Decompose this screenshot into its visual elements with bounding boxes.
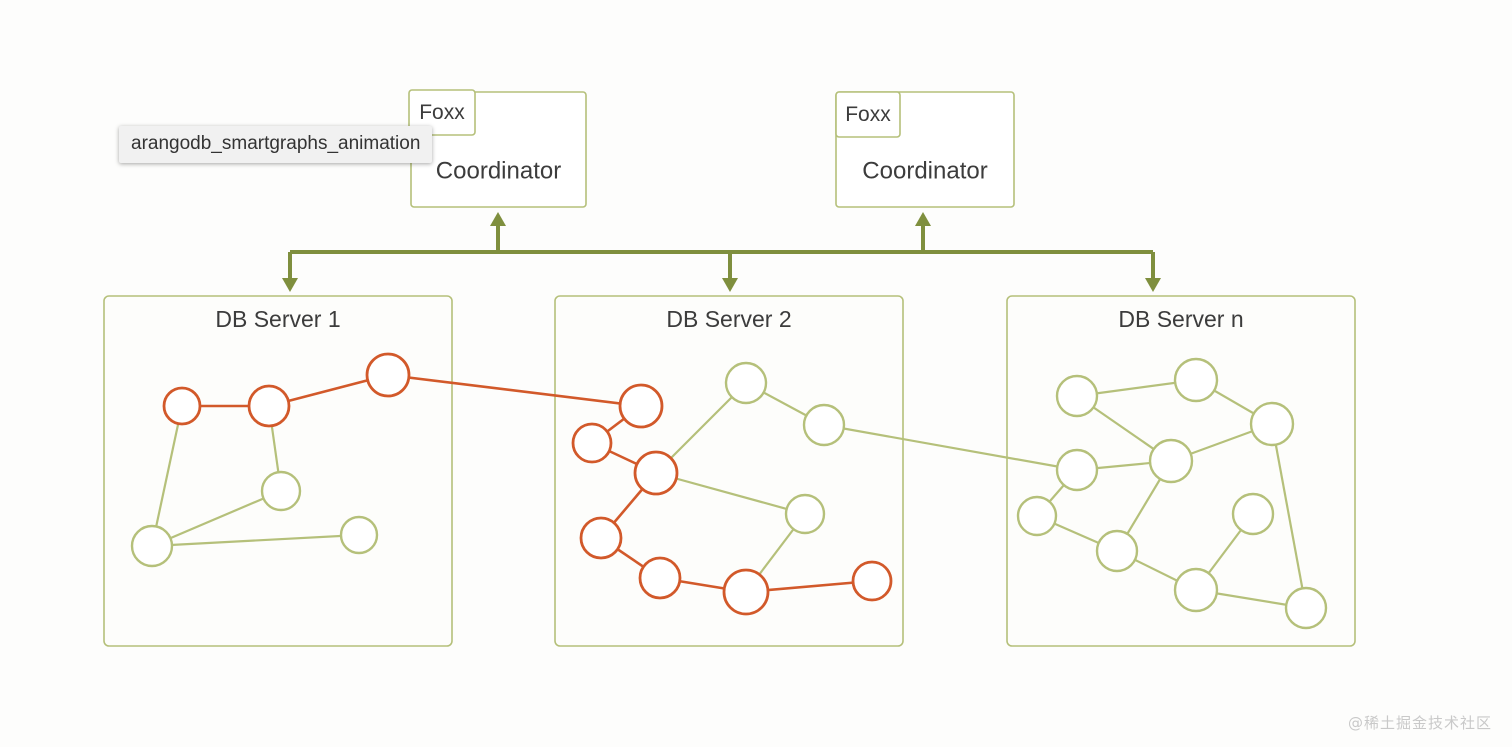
graph-node-sna (1055, 374, 1099, 418)
graph-nodes (130, 352, 1328, 630)
db-server-2-title: DB Server 2 (666, 306, 791, 332)
arrow-head-up (915, 212, 931, 226)
coordinator-2-title: Coordinator (862, 157, 987, 184)
graph-node-s2j (784, 493, 826, 535)
connector-arrow-down (722, 252, 738, 292)
coordinator-1-foxx-box (408, 89, 476, 136)
watermark: @稀土掘金技术社区 (1348, 712, 1492, 733)
connector-arrow-down (1145, 252, 1161, 292)
graph-node-s2b (571, 422, 613, 464)
watermark-text: @稀土掘金技术社区 (1347, 714, 1492, 732)
arrow-head-down (282, 278, 298, 292)
graph-edge-snc-snj (1270, 423, 1308, 609)
graph-node-snf (1016, 495, 1058, 537)
graph-edge-s1a-s1e (150, 405, 184, 547)
graph-node-snb (1173, 357, 1219, 403)
graph-node-snj (1284, 586, 1328, 630)
graph-edge-s1e-s1f (151, 533, 360, 548)
connector-arrow-down (282, 252, 298, 292)
graph-node-s2c (633, 450, 679, 496)
connector-arrow-up (915, 212, 931, 252)
tooltip-text: arangodb_smartgraphs_animation (131, 133, 421, 154)
graph-node-s1c (365, 352, 411, 398)
graph-node-snh (1231, 492, 1275, 536)
graph-node-s2h (724, 361, 768, 405)
arrow-head-down (722, 278, 738, 292)
image-title-tooltip: arangodb_smartgraphs_animation (119, 126, 433, 163)
graph-node-s2d (579, 516, 623, 560)
graph-node-sng (1095, 529, 1139, 573)
graph-node-s2g (851, 560, 893, 602)
coordinator-1-title: Coordinator (436, 157, 561, 184)
db-server-2-box (554, 295, 904, 647)
graph-edge-s2i-sne (823, 423, 1078, 472)
graph-node-s1b (247, 384, 291, 428)
graph-node-sni (1173, 567, 1219, 613)
graph-node-s2i (802, 403, 846, 447)
coordinator-2-foxx-label: Foxx (845, 103, 891, 126)
graph-node-s2e (638, 556, 682, 600)
graph-node-snd (1148, 438, 1194, 484)
connector-arrow-up (490, 212, 506, 252)
coordinator-1-foxx-label: Foxx (419, 101, 465, 124)
graph-node-sne (1055, 448, 1099, 492)
graph-node-s1f (339, 515, 379, 555)
arrow-head-down (1145, 278, 1161, 292)
coordinator-connector-arrows (282, 212, 1161, 292)
arrow-head-up (490, 212, 506, 226)
graph-edge-s1d-s1e (151, 489, 282, 548)
graph-node-s1e (130, 524, 174, 568)
graph-node-snc (1249, 401, 1295, 447)
coordinator-2-foxx-box (835, 91, 901, 138)
db-server-1-title: DB Server 1 (215, 306, 340, 332)
graph-node-s2f (722, 568, 770, 616)
graph-node-s1d (260, 470, 302, 512)
graph-node-s1a (162, 386, 202, 426)
graph-node-s2a (618, 383, 664, 429)
diagram-labels: DB Server 1 DB Server 2 DB Server n (215, 306, 1243, 332)
graph-edge-s2c-s2j (655, 471, 806, 516)
db-server-n-title: DB Server n (1118, 306, 1243, 332)
graph-edge-s1c-s2a (387, 373, 642, 408)
